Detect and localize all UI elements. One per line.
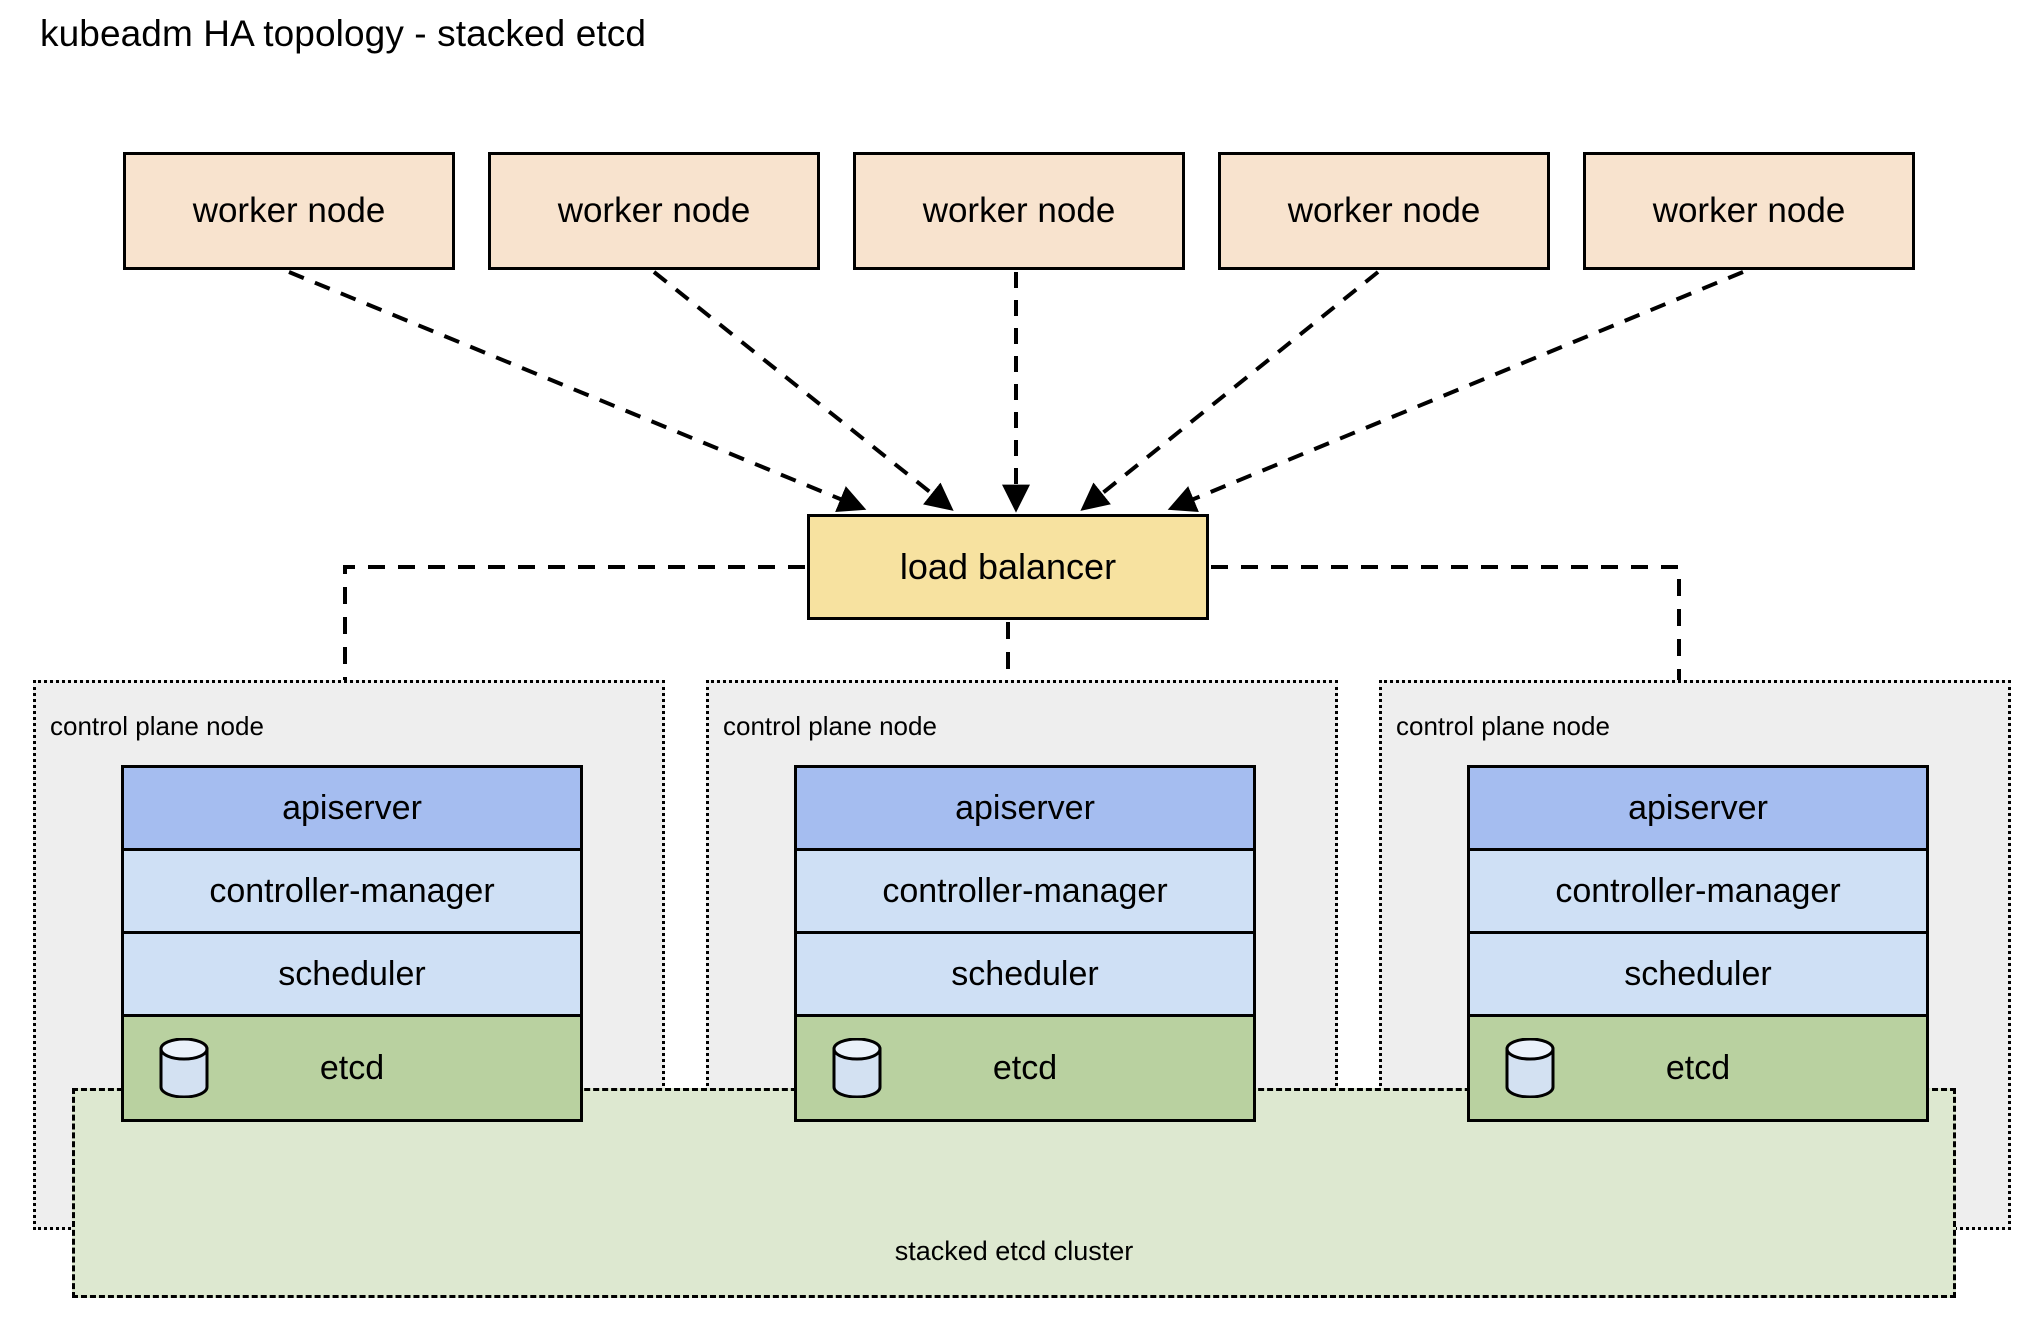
component-label: apiserver xyxy=(1628,788,1768,827)
database-cylinder-icon xyxy=(832,1038,882,1098)
component-label: scheduler xyxy=(951,954,1099,993)
page-title: kubeadm HA topology - stacked etcd xyxy=(40,13,647,54)
cp2-etcd-box[interactable]: etcd xyxy=(794,1014,1256,1122)
worker-node-label: worker node xyxy=(1652,191,1846,230)
load-balancer-label: load balancer xyxy=(899,546,1117,587)
edge-worker1-to-loadbalancer xyxy=(288,270,867,513)
database-cylinder-icon xyxy=(159,1038,209,1098)
edge-worker4-to-loadbalancer xyxy=(1080,270,1380,511)
component-label: etcd xyxy=(319,1048,385,1087)
component-label: apiserver xyxy=(282,788,422,827)
stacked-etcd-cluster-label: stacked etcd cluster xyxy=(894,1236,1134,1266)
control-plane-2-component-stack: apiserver controller-manager scheduler e… xyxy=(794,765,1256,1122)
cp3-controller-manager-box[interactable]: controller-manager xyxy=(1467,848,1929,931)
cp2-controller-manager-box[interactable]: controller-manager xyxy=(794,848,1256,931)
cp3-etcd-box[interactable]: etcd xyxy=(1467,1014,1929,1122)
cp1-apiserver-box[interactable]: apiserver xyxy=(121,765,583,848)
component-label: etcd xyxy=(1665,1048,1731,1087)
control-plane-3-component-stack: apiserver controller-manager scheduler e… xyxy=(1467,765,1929,1122)
control-plane-1-component-stack: apiserver controller-manager scheduler e… xyxy=(121,765,583,1122)
worker-node-label: worker node xyxy=(922,191,1116,230)
control-plane-node-label: control plane node xyxy=(723,711,937,741)
worker-node-label: worker node xyxy=(1287,191,1481,230)
edge-worker2-to-loadbalancer xyxy=(652,270,954,511)
component-label: etcd xyxy=(992,1048,1058,1087)
stacked-etcd-cluster[interactable]: stacked etcd cluster xyxy=(72,1088,1956,1298)
worker-node-label: worker node xyxy=(192,191,386,230)
edge-loadbalancer-to-cp1-apiserver xyxy=(343,565,805,768)
cp1-controller-manager-box[interactable]: controller-manager xyxy=(121,848,583,931)
control-plane-node-label: control plane node xyxy=(50,711,264,741)
worker-node-5[interactable]: worker node xyxy=(1583,152,1915,270)
cp1-scheduler-box[interactable]: scheduler xyxy=(121,931,583,1014)
component-label: controller-manager xyxy=(209,871,495,910)
component-label: controller-manager xyxy=(882,871,1168,910)
worker-node-2[interactable]: worker node xyxy=(488,152,820,270)
database-cylinder-icon xyxy=(1505,1038,1555,1098)
component-label: controller-manager xyxy=(1555,871,1841,910)
cp2-scheduler-box[interactable]: scheduler xyxy=(794,931,1256,1014)
component-label: scheduler xyxy=(278,954,426,993)
cp1-etcd-box[interactable]: etcd xyxy=(121,1014,583,1122)
cp3-scheduler-box[interactable]: scheduler xyxy=(1467,931,1929,1014)
worker-node-label: worker node xyxy=(557,191,751,230)
edge-worker5-to-loadbalancer xyxy=(1167,270,1744,513)
component-label: scheduler xyxy=(1624,954,1772,993)
component-label: apiserver xyxy=(955,788,1095,827)
load-balancer-box[interactable]: load balancer xyxy=(807,514,1209,620)
worker-node-4[interactable]: worker node xyxy=(1218,152,1550,270)
worker-node-3[interactable]: worker node xyxy=(853,152,1185,270)
cp3-apiserver-box[interactable]: apiserver xyxy=(1467,765,1929,848)
worker-node-1[interactable]: worker node xyxy=(123,152,455,270)
cp2-apiserver-box[interactable]: apiserver xyxy=(794,765,1256,848)
control-plane-node-label: control plane node xyxy=(1396,711,1610,741)
